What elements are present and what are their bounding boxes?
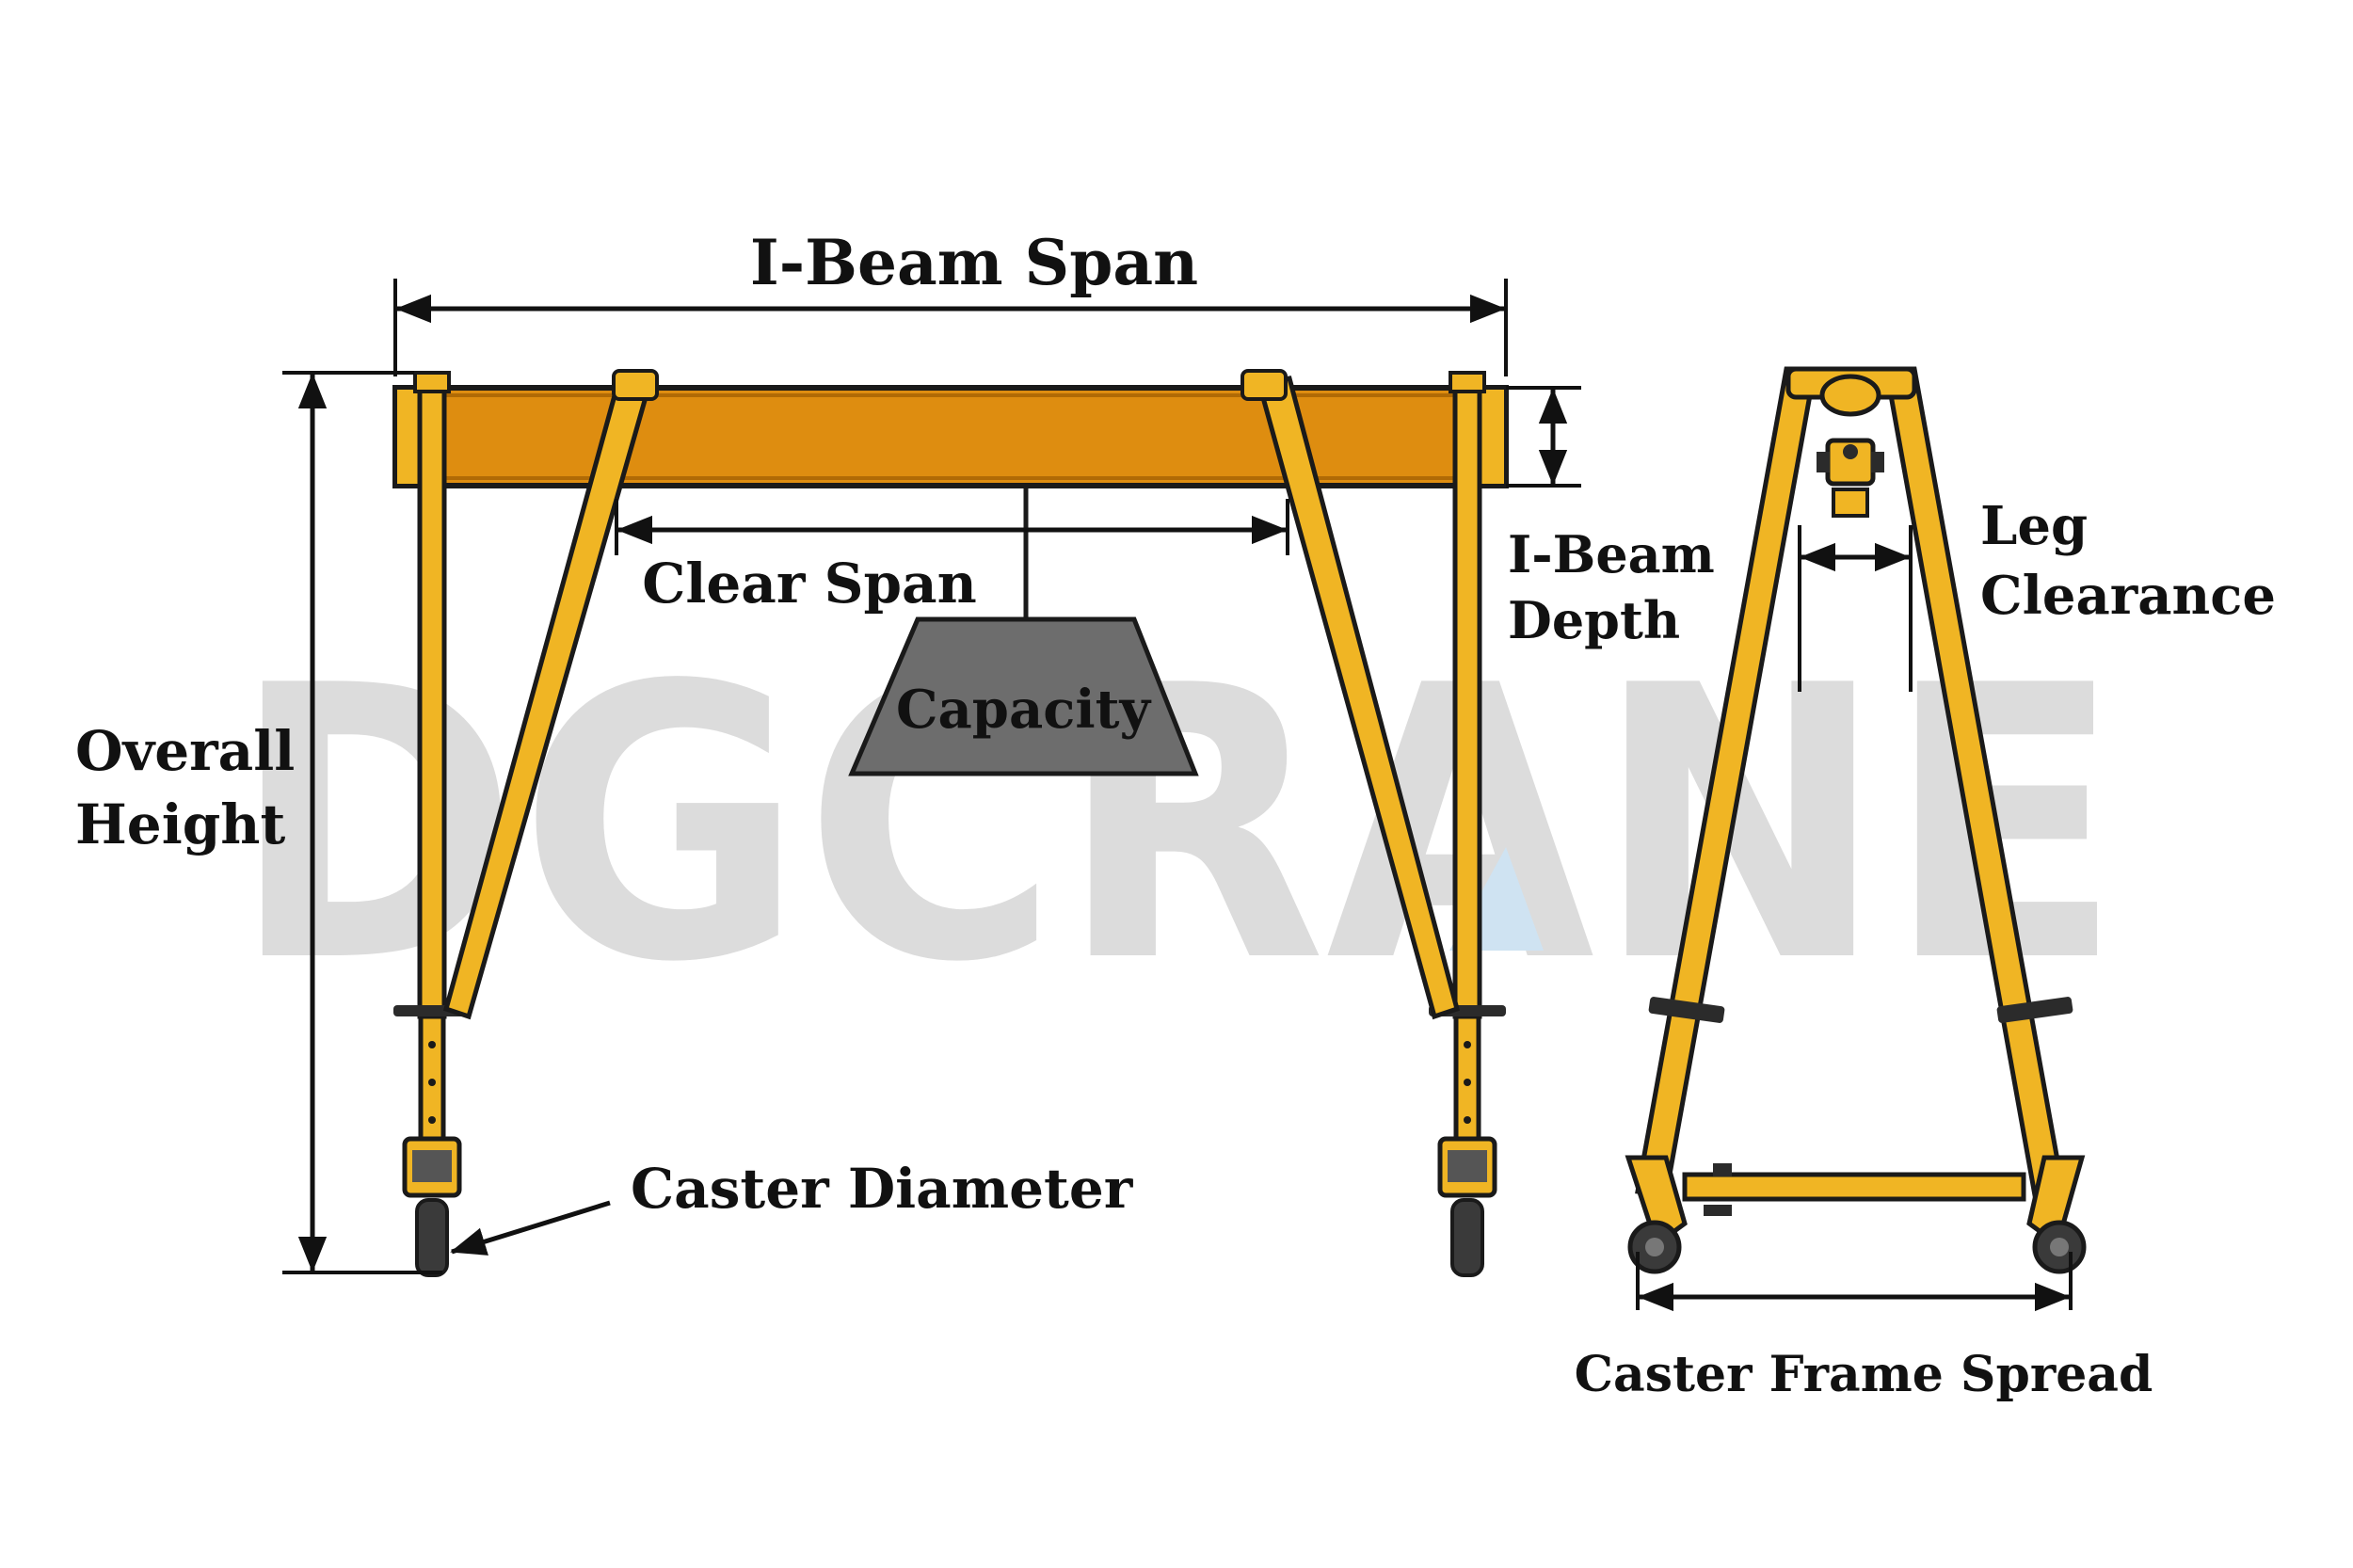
capacity-load <box>848 616 1199 776</box>
ibeam-depth-label-line1: I-Beam <box>1508 524 1715 584</box>
side-dimensions: Leg Clearance Caster Frame Spread <box>1575 495 2276 1403</box>
side-crossbar <box>1682 1172 2026 1202</box>
i-beam <box>392 385 1509 488</box>
leg-clearance-label-line2: Clearance <box>1980 565 2276 627</box>
ibeam-span-label: I-Beam Span <box>750 226 1198 299</box>
left-caster-wheel <box>415 1198 449 1277</box>
caster-diameter-leader <box>450 1200 611 1256</box>
right-caster-wheel <box>1450 1198 1484 1277</box>
side-view <box>1625 366 2087 1274</box>
overall-height-label-line2: Height <box>75 792 285 856</box>
caster-diameter-label: Caster Diameter <box>631 1157 1134 1221</box>
trolley <box>1817 438 1884 518</box>
ibeam-depth-label-line2: Depth <box>1508 590 1680 650</box>
caster-frame-spread-label: Caster Frame Spread <box>1575 1346 2153 1403</box>
front-view: Capacity <box>392 369 1509 1277</box>
left-leg <box>417 374 447 1019</box>
capacity-label: Capacity <box>896 679 1152 741</box>
front-dimensions: I-Beam Span Clear Span Overall Height I-… <box>75 226 1715 1274</box>
overall-height-label-line1: Overall <box>75 719 295 783</box>
clear-span-label: Clear Span <box>642 552 977 616</box>
right-leg <box>1452 374 1482 1019</box>
leg-clearance-label-line1: Leg <box>1980 495 2088 557</box>
